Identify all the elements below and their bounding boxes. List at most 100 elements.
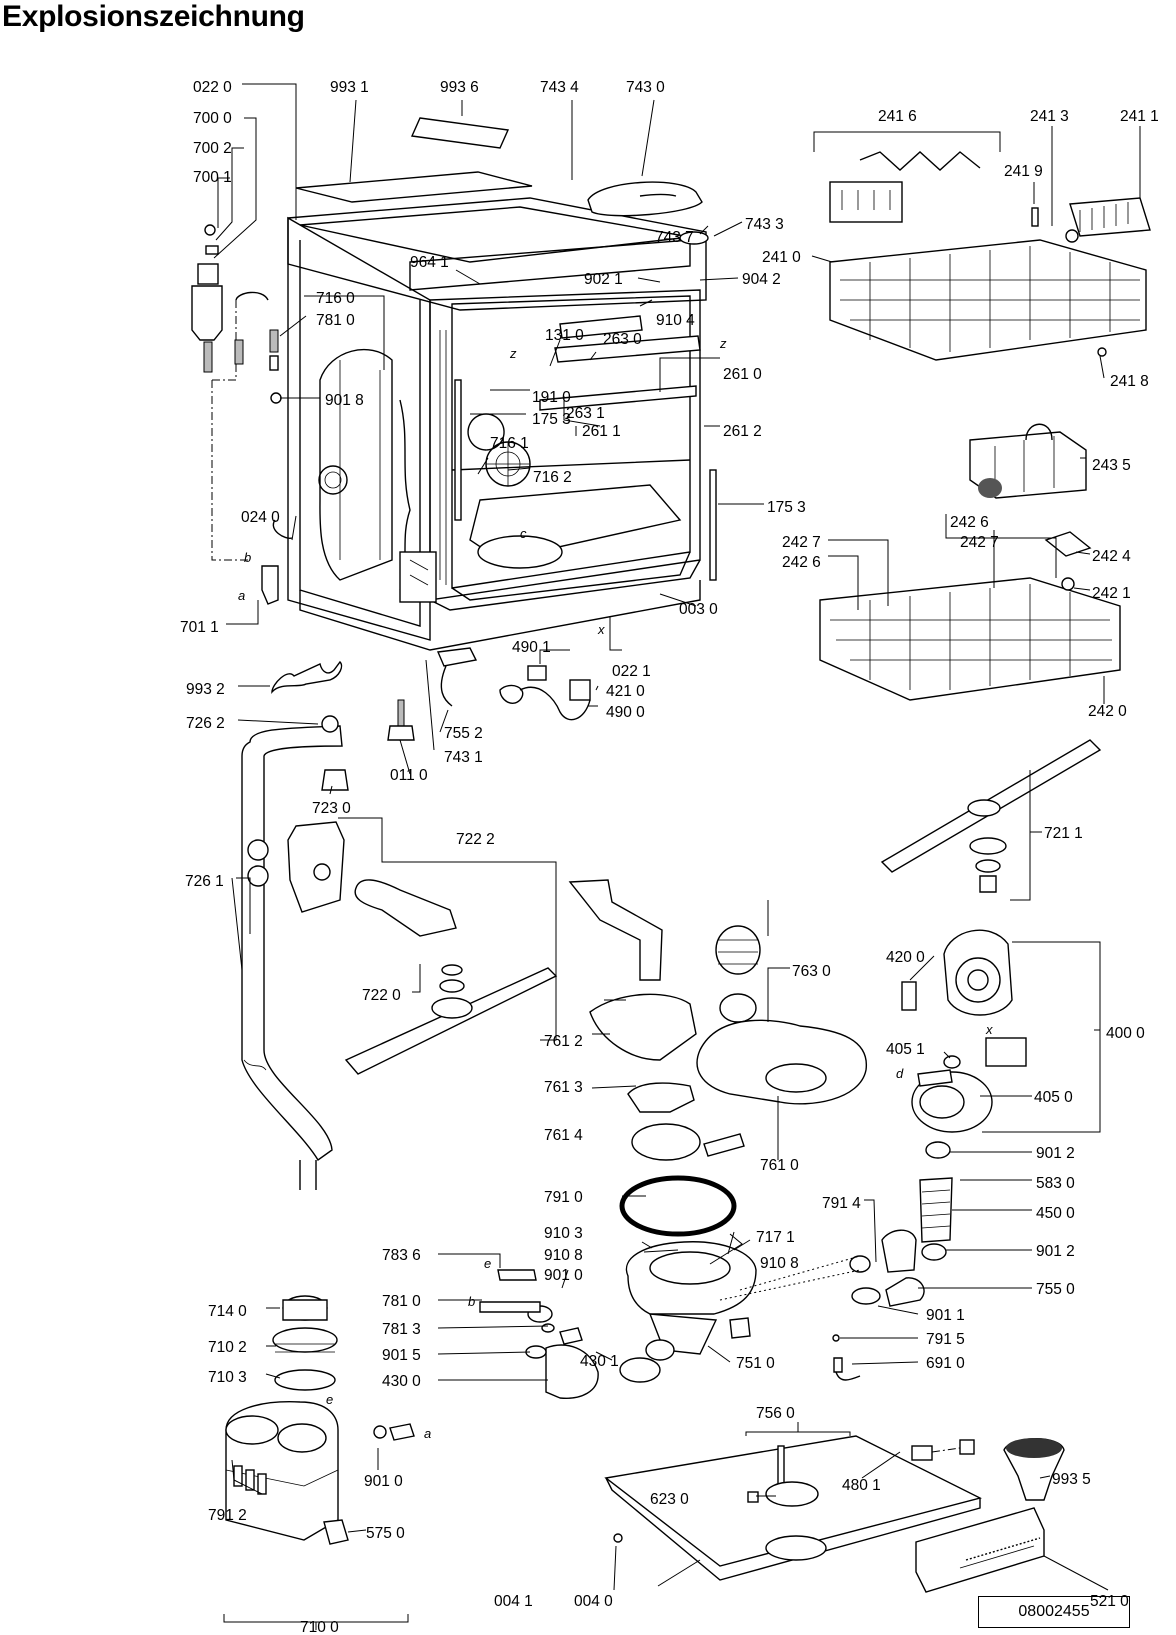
part-label: 024 0 xyxy=(241,509,280,526)
part-label: 450 0 xyxy=(1036,1205,1075,1222)
part-label: 726 1 xyxy=(185,873,224,890)
part-label: 242 7 xyxy=(782,534,821,551)
part-label: 717 1 xyxy=(756,1229,795,1246)
part-label: 910 8 xyxy=(544,1247,583,1264)
part-label: 993 5 xyxy=(1052,1471,1091,1488)
part-label: 791 2 xyxy=(208,1507,247,1524)
part-label: 993 2 xyxy=(186,681,225,698)
part-label: 490 0 xyxy=(606,704,645,721)
part-label: 993 6 xyxy=(440,79,479,96)
part-label: 710 0 xyxy=(300,1619,339,1635)
part-label: 781 0 xyxy=(382,1293,421,1310)
part-label: 781 3 xyxy=(382,1321,421,1338)
filter-and-sump xyxy=(568,879,867,1161)
part-label: 761 2 xyxy=(544,1033,583,1050)
part-label: 004 0 xyxy=(574,1593,613,1610)
part-label: 761 0 xyxy=(760,1157,799,1174)
part-label: 901 5 xyxy=(382,1347,421,1364)
part-label: 726 2 xyxy=(186,715,225,732)
letter-mark: b xyxy=(468,1294,475,1309)
part-label: 723 0 xyxy=(312,800,351,817)
part-label: 901 8 xyxy=(325,392,364,409)
part-label: 755 2 xyxy=(444,725,483,742)
heater-and-hoses xyxy=(719,1141,953,1381)
part-label: 743 1 xyxy=(444,749,483,766)
part-label: 910 8 xyxy=(760,1255,799,1272)
connection-letter-marks: b a c x z z d x e e b a xyxy=(238,336,993,1441)
part-label: 011 0 xyxy=(390,767,428,784)
part-label: 575 0 xyxy=(366,1525,405,1542)
part-label: 716 2 xyxy=(533,469,572,486)
part-label: 710 2 xyxy=(208,1339,247,1356)
sump-seal-ring xyxy=(619,1175,737,1237)
upper-basket xyxy=(829,151,1151,361)
part-label: 691 0 xyxy=(926,1355,965,1372)
drain-fittings xyxy=(479,1269,555,1359)
part-label: 993 1 xyxy=(330,79,369,96)
part-number-labels: 022 0 993 1 993 6 743 4 743 0 700 0 700 … xyxy=(180,79,1159,1635)
part-label: 700 0 xyxy=(193,110,232,127)
letter-mark: x xyxy=(985,1022,993,1037)
part-label: 904 2 xyxy=(742,271,781,288)
part-label: 241 3 xyxy=(1030,108,1069,125)
part-label: 763 0 xyxy=(792,963,831,980)
part-label: 420 0 xyxy=(886,949,925,966)
part-label: 241 1 xyxy=(1120,108,1159,125)
part-label: 700 1 xyxy=(193,169,232,186)
part-label: 191 0 xyxy=(532,389,571,406)
page-title: Explosionszeichnung xyxy=(2,0,305,33)
part-label: 490 1 xyxy=(512,639,551,656)
letter-mark: b xyxy=(244,550,251,565)
part-label: 242 0 xyxy=(1088,703,1127,720)
lower-basket xyxy=(819,531,1121,701)
part-label: 716 0 xyxy=(316,290,355,307)
cutlery-basket xyxy=(969,423,1087,499)
part-label: 700 2 xyxy=(193,140,232,157)
part-label: 791 5 xyxy=(926,1331,965,1348)
part-label: 910 4 xyxy=(656,312,695,329)
part-label: 405 0 xyxy=(1034,1089,1073,1106)
part-label: 743 3 xyxy=(745,216,784,233)
part-label: 751 0 xyxy=(736,1355,775,1372)
part-label: 421 0 xyxy=(606,683,645,700)
part-label: 430 1 xyxy=(580,1353,619,1370)
part-label: 242 6 xyxy=(950,514,989,531)
leader-lines xyxy=(213,83,1141,1630)
letter-mark: z xyxy=(719,336,727,351)
tub-frame xyxy=(287,197,707,651)
part-label: 241 6 xyxy=(878,108,917,125)
part-label: 022 1 xyxy=(612,663,651,680)
part-label: 721 1 xyxy=(1044,825,1083,842)
circulation-pump xyxy=(901,929,1027,1133)
part-label: 242 4 xyxy=(1092,548,1131,565)
part-label: 175 3 xyxy=(532,411,571,428)
document-number: 08002455 xyxy=(978,1596,1130,1628)
part-label: 243 5 xyxy=(1092,457,1131,474)
part-label: 241 8 xyxy=(1110,373,1149,390)
part-label: 241 0 xyxy=(762,249,801,266)
part-label: 781 0 xyxy=(316,312,355,329)
part-label: 701 1 xyxy=(180,619,219,636)
part-label: 743 0 xyxy=(626,79,665,96)
part-label: 583 0 xyxy=(1036,1175,1075,1192)
part-label: 743 7 xyxy=(655,229,694,246)
water-softener xyxy=(225,1295,599,1545)
letter-mark: e xyxy=(326,1392,333,1407)
power-cable xyxy=(436,647,591,721)
supply-pipe xyxy=(241,715,349,1190)
part-label: 761 3 xyxy=(544,1079,583,1096)
letter-mark: a xyxy=(424,1426,431,1441)
part-label: 261 0 xyxy=(723,366,762,383)
part-label: 430 0 xyxy=(382,1373,421,1390)
part-label: 405 1 xyxy=(886,1041,925,1058)
part-label: 756 0 xyxy=(756,1405,795,1422)
part-label: 722 2 xyxy=(456,831,495,848)
part-label: 242 1 xyxy=(1092,585,1131,602)
part-label: 521 0 xyxy=(1090,1593,1129,1610)
part-label: 263 1 xyxy=(566,405,605,422)
part-label: 901 2 xyxy=(1036,1243,1075,1260)
upper-spray-arm xyxy=(880,739,1102,893)
part-label: 902 1 xyxy=(584,271,623,288)
